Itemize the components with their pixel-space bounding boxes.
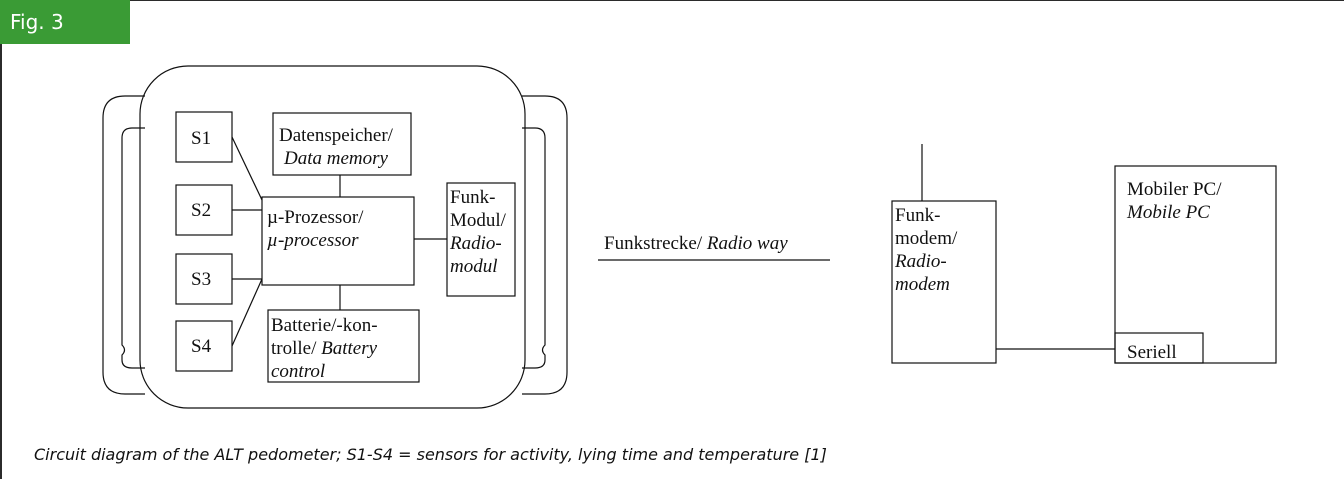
modem-box — [891, 200, 997, 364]
frame-top-rule — [0, 0, 1344, 1]
battery-label-line2-de: trolle/ — [271, 338, 321, 359]
radio-module-line3: Radio- — [449, 233, 502, 254]
battery-box — [267, 309, 420, 383]
radio-way-label-en: Radio way — [706, 233, 788, 254]
radio-way-label-de: Funkstrecke/ — [604, 233, 707, 254]
serial-port-label: Seriell — [1127, 342, 1177, 363]
figure-caption: Circuit diagram of the ALT pedometer; S1… — [34, 445, 827, 464]
sensor-s2-label: S2 — [191, 200, 211, 221]
battery-label-line1: Batterie/-kon- — [271, 315, 378, 336]
left-strap-inner — [121, 127, 145, 369]
radio-module-line2: Modul/ — [450, 210, 507, 231]
pc-label-de: Mobiler PC/ — [1127, 179, 1222, 200]
right-strap-outer — [522, 95, 568, 395]
figure-label: Fig. 3 — [0, 0, 130, 44]
radio-way-label: Funkstrecke/ Radio way — [604, 233, 788, 254]
pc-label-en: Mobile PC — [1126, 202, 1210, 223]
s1-wire — [231, 136, 263, 201]
modem-line2: modem/ — [895, 228, 958, 249]
sensor-s4-label: S4 — [191, 336, 212, 357]
processor-box — [261, 196, 415, 286]
battery-label-line2: trolle/ Battery — [271, 338, 378, 359]
memory-label-en: Data memory — [283, 148, 389, 169]
battery-label-line2-en: Battery — [321, 338, 377, 359]
frame-left-rule — [0, 0, 2, 479]
sensor-s1-label: S1 — [191, 128, 211, 149]
right-strap-inner — [522, 127, 546, 369]
memory-label-de: Datenspeicher/ — [279, 125, 394, 146]
radio-module-line4: modul — [450, 256, 498, 277]
modem-line1: Funk- — [895, 205, 940, 226]
s4-wire — [231, 278, 263, 347]
processor-label-en: µ-processor — [267, 230, 359, 251]
left-strap-outer — [102, 95, 145, 395]
modem-line4: modem — [895, 274, 950, 295]
processor-label-de: µ-Prozessor/ — [267, 207, 364, 228]
sensor-s3-label: S3 — [191, 269, 211, 290]
serial-port-box — [1114, 332, 1204, 364]
memory-box — [272, 112, 412, 176]
radio-module-line1: Funk- — [450, 187, 495, 208]
battery-label-line3: control — [271, 361, 325, 382]
pedometer-housing — [139, 65, 526, 409]
modem-line3: Radio- — [894, 251, 947, 272]
